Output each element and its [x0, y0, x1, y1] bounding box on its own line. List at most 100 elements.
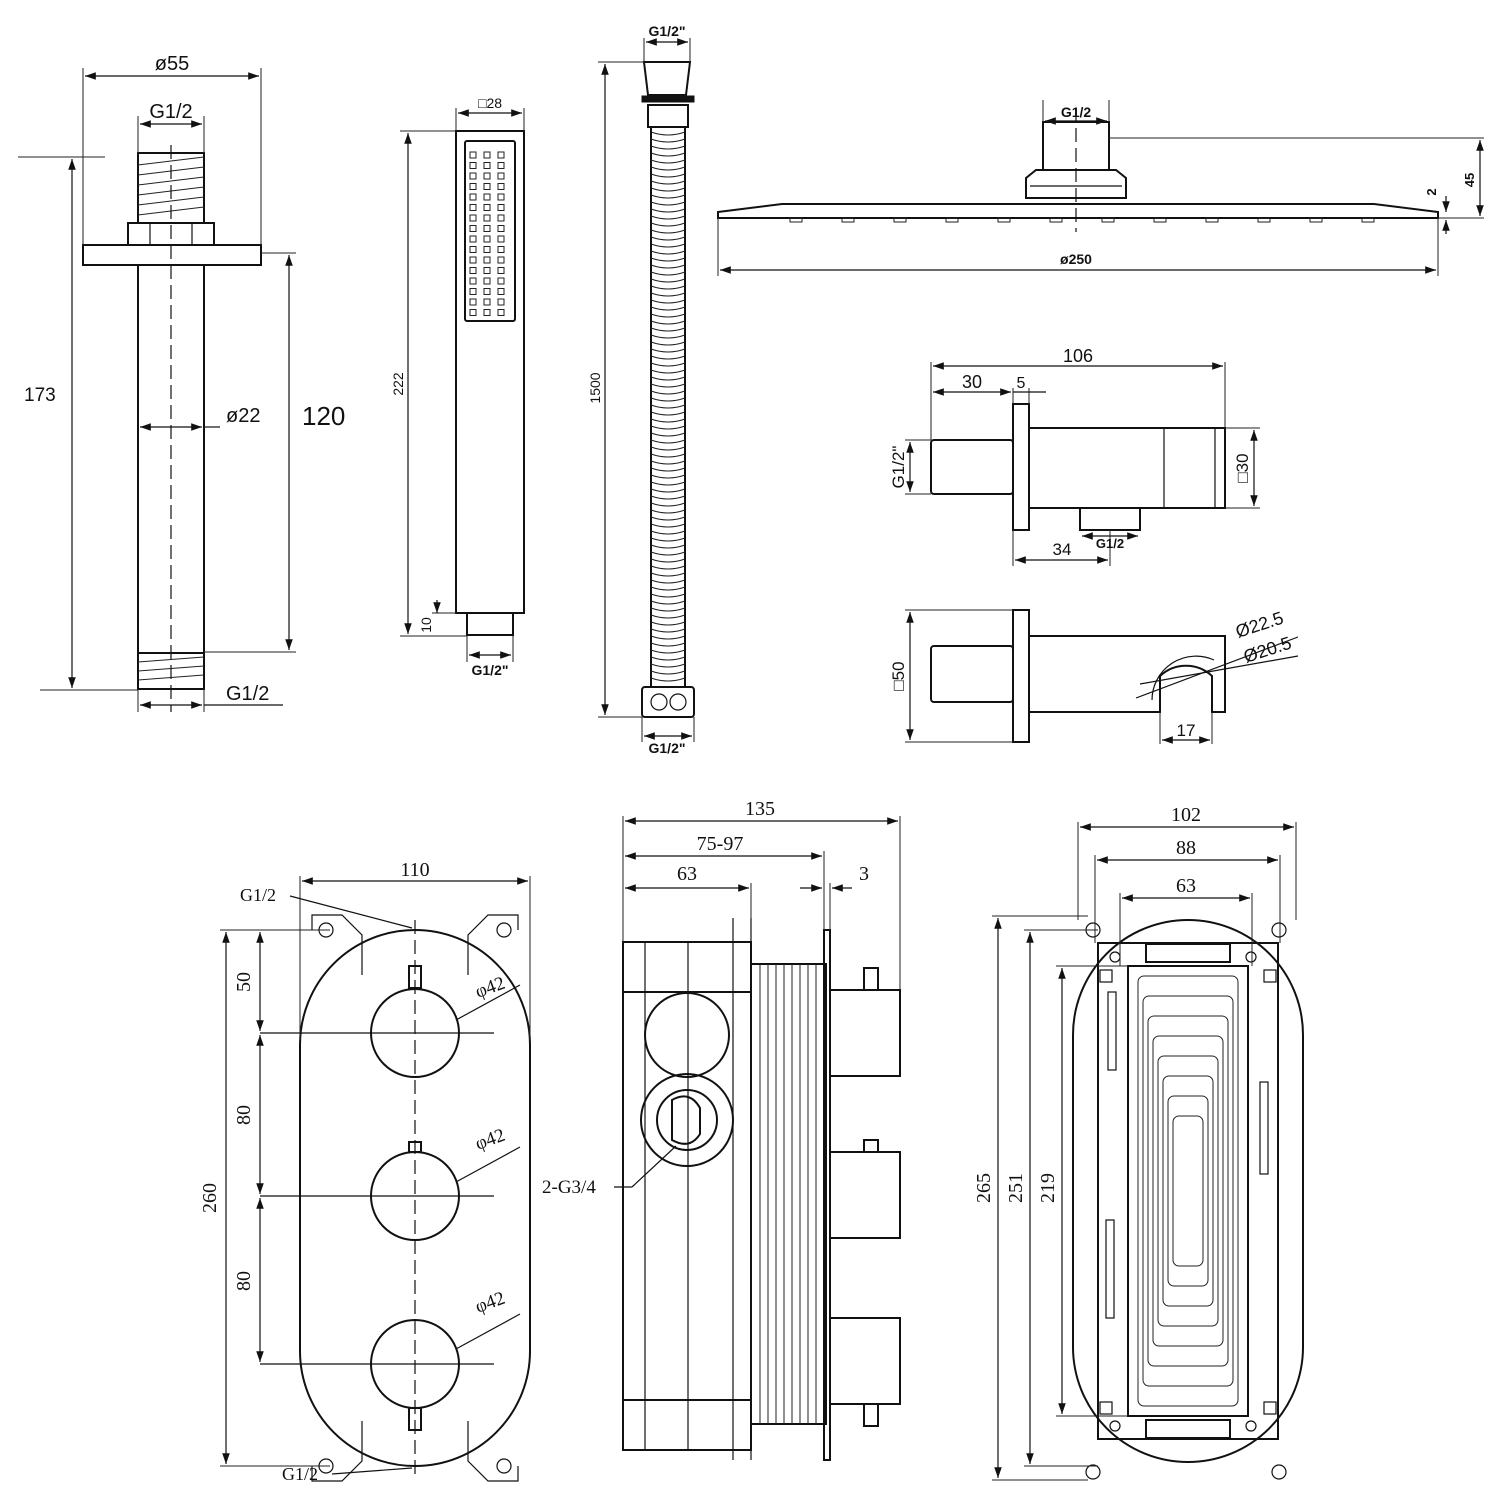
handset-body: [455, 130, 525, 614]
slot-outline: [1157, 1055, 1219, 1327]
nozzle: [469, 288, 477, 295]
dim-head-thread: G1/2: [1061, 104, 1092, 120]
hose-coil: [650, 306, 686, 311]
dim-handset-end: 10: [418, 617, 434, 633]
dim-back-width-inner: 63: [1176, 875, 1196, 897]
knob-1: [260, 965, 494, 1078]
spray-nozzles: [469, 151, 505, 316]
nozzle: [469, 235, 477, 243]
nozzle: [469, 246, 477, 253]
nozzle: [497, 183, 505, 190]
dim-arm-thread-bottom: G1/2: [226, 683, 269, 705]
nozzle: [469, 162, 477, 169]
hose-coil: [650, 208, 686, 213]
nozzle: [497, 193, 505, 201]
valve-plate-drawing: φ42 φ42 φ42 110 G1/2 260 50 80 80 G1/2: [199, 859, 531, 1484]
nozzle: [469, 298, 477, 306]
nozzle: [469, 309, 477, 316]
hose-coil: [650, 593, 686, 598]
dim-handset-thread: G1/2": [472, 662, 509, 678]
handset-drawing: □28 222 10 G1/2": [390, 95, 525, 678]
hose-coil: [650, 334, 686, 339]
hose-coil: [650, 418, 686, 423]
nozzle: [497, 162, 505, 169]
back-plate-outline: [1072, 919, 1304, 1463]
hose-coil: [650, 187, 686, 192]
slot-outline: [1147, 1015, 1229, 1367]
back-box-corners: [1085, 922, 1287, 1480]
hose-coil: [650, 670, 686, 675]
head-nozzle: [1309, 217, 1323, 223]
dim-head-diameter: ø250: [1060, 251, 1092, 267]
hose-coil: [650, 278, 686, 283]
ceiling-arm-drawing: ø55 G1/2 173 ø22 120 G1/2: [18, 53, 345, 712]
dim-head-thickness: 2: [1424, 188, 1439, 195]
dim-back-height-inner: 219: [1037, 1173, 1059, 1203]
slot-outline: [1162, 1075, 1214, 1307]
hose-top-sleeve: [647, 104, 689, 128]
hose-coil: [650, 194, 686, 199]
hose-coil: [650, 635, 686, 640]
hose-coil: [650, 327, 686, 332]
dim-valve-plate: 3: [859, 863, 869, 885]
hose-coil: [650, 299, 686, 304]
head-nozzle: [1153, 217, 1167, 223]
dim-outlet-inlet-thread: G1/2": [889, 446, 908, 489]
hose-coil: [650, 537, 686, 542]
head-nozzle: [1205, 217, 1219, 223]
dim-plate-thread-top: G1/2: [240, 885, 276, 905]
nozzle: [497, 277, 505, 285]
valve-handle-3: [829, 1317, 901, 1405]
outlet-wall-plate: [1012, 403, 1030, 531]
dim-valve-depth: 135: [745, 798, 775, 820]
hose-coil: [650, 383, 686, 388]
nozzle: [483, 225, 491, 232]
hose-coil: [650, 614, 686, 619]
hose-coil: [650, 229, 686, 234]
hose-coil: [650, 502, 686, 507]
dim-outlet-length: 106: [1063, 346, 1093, 366]
hose-coil: [650, 530, 686, 535]
hose-coil: [650, 376, 686, 381]
nozzle: [497, 256, 505, 264]
hose-coil: [650, 600, 686, 605]
nozzle: [497, 298, 505, 306]
outlet-body: [1028, 427, 1226, 509]
dim-outlet-inlet: 30: [962, 372, 982, 392]
nozzle: [497, 288, 505, 295]
outlet-spout: [1079, 507, 1141, 531]
dim-back-height-mid: 251: [1005, 1173, 1027, 1203]
head-nozzle: [893, 217, 907, 223]
dim-holder-plate: □50: [889, 661, 908, 690]
hose-coil: [650, 341, 686, 346]
dim-outlet-offset: 34: [1053, 540, 1072, 559]
head-nozzle: [1049, 217, 1063, 223]
dim-handset-length: 222: [390, 372, 406, 396]
dim-plate-width: 110: [400, 859, 429, 881]
hose-coil: [650, 607, 686, 612]
nozzle: [483, 277, 491, 285]
dim-plate-thread-bottom: G1/2: [282, 1464, 318, 1484]
slot-outline: [1152, 1035, 1224, 1347]
dim-plate-spacing-mid: 80: [233, 1105, 255, 1125]
nozzle: [483, 204, 491, 211]
nozzle: [469, 225, 477, 232]
valve-sleeve-ribs: [759, 964, 817, 1424]
nozzle: [483, 267, 491, 274]
holder-body: [1028, 635, 1226, 713]
nozzle: [483, 246, 491, 253]
head-nozzle: [1361, 217, 1375, 223]
nozzle: [483, 193, 491, 201]
slot-outline: [1172, 1115, 1204, 1267]
hose-coil: [650, 180, 686, 185]
head-nozzle: [997, 217, 1011, 223]
shower-head-drawing: G1/2 45 2 ø250: [717, 100, 1484, 276]
hose-coil: [650, 292, 686, 297]
knob-2: [260, 1141, 494, 1241]
nozzle: [497, 267, 505, 274]
head-plate: [717, 203, 1439, 219]
dim-pipe-length: 120: [302, 401, 345, 431]
hose-bottom-nut: [641, 686, 695, 718]
hose-coil: [650, 453, 686, 458]
